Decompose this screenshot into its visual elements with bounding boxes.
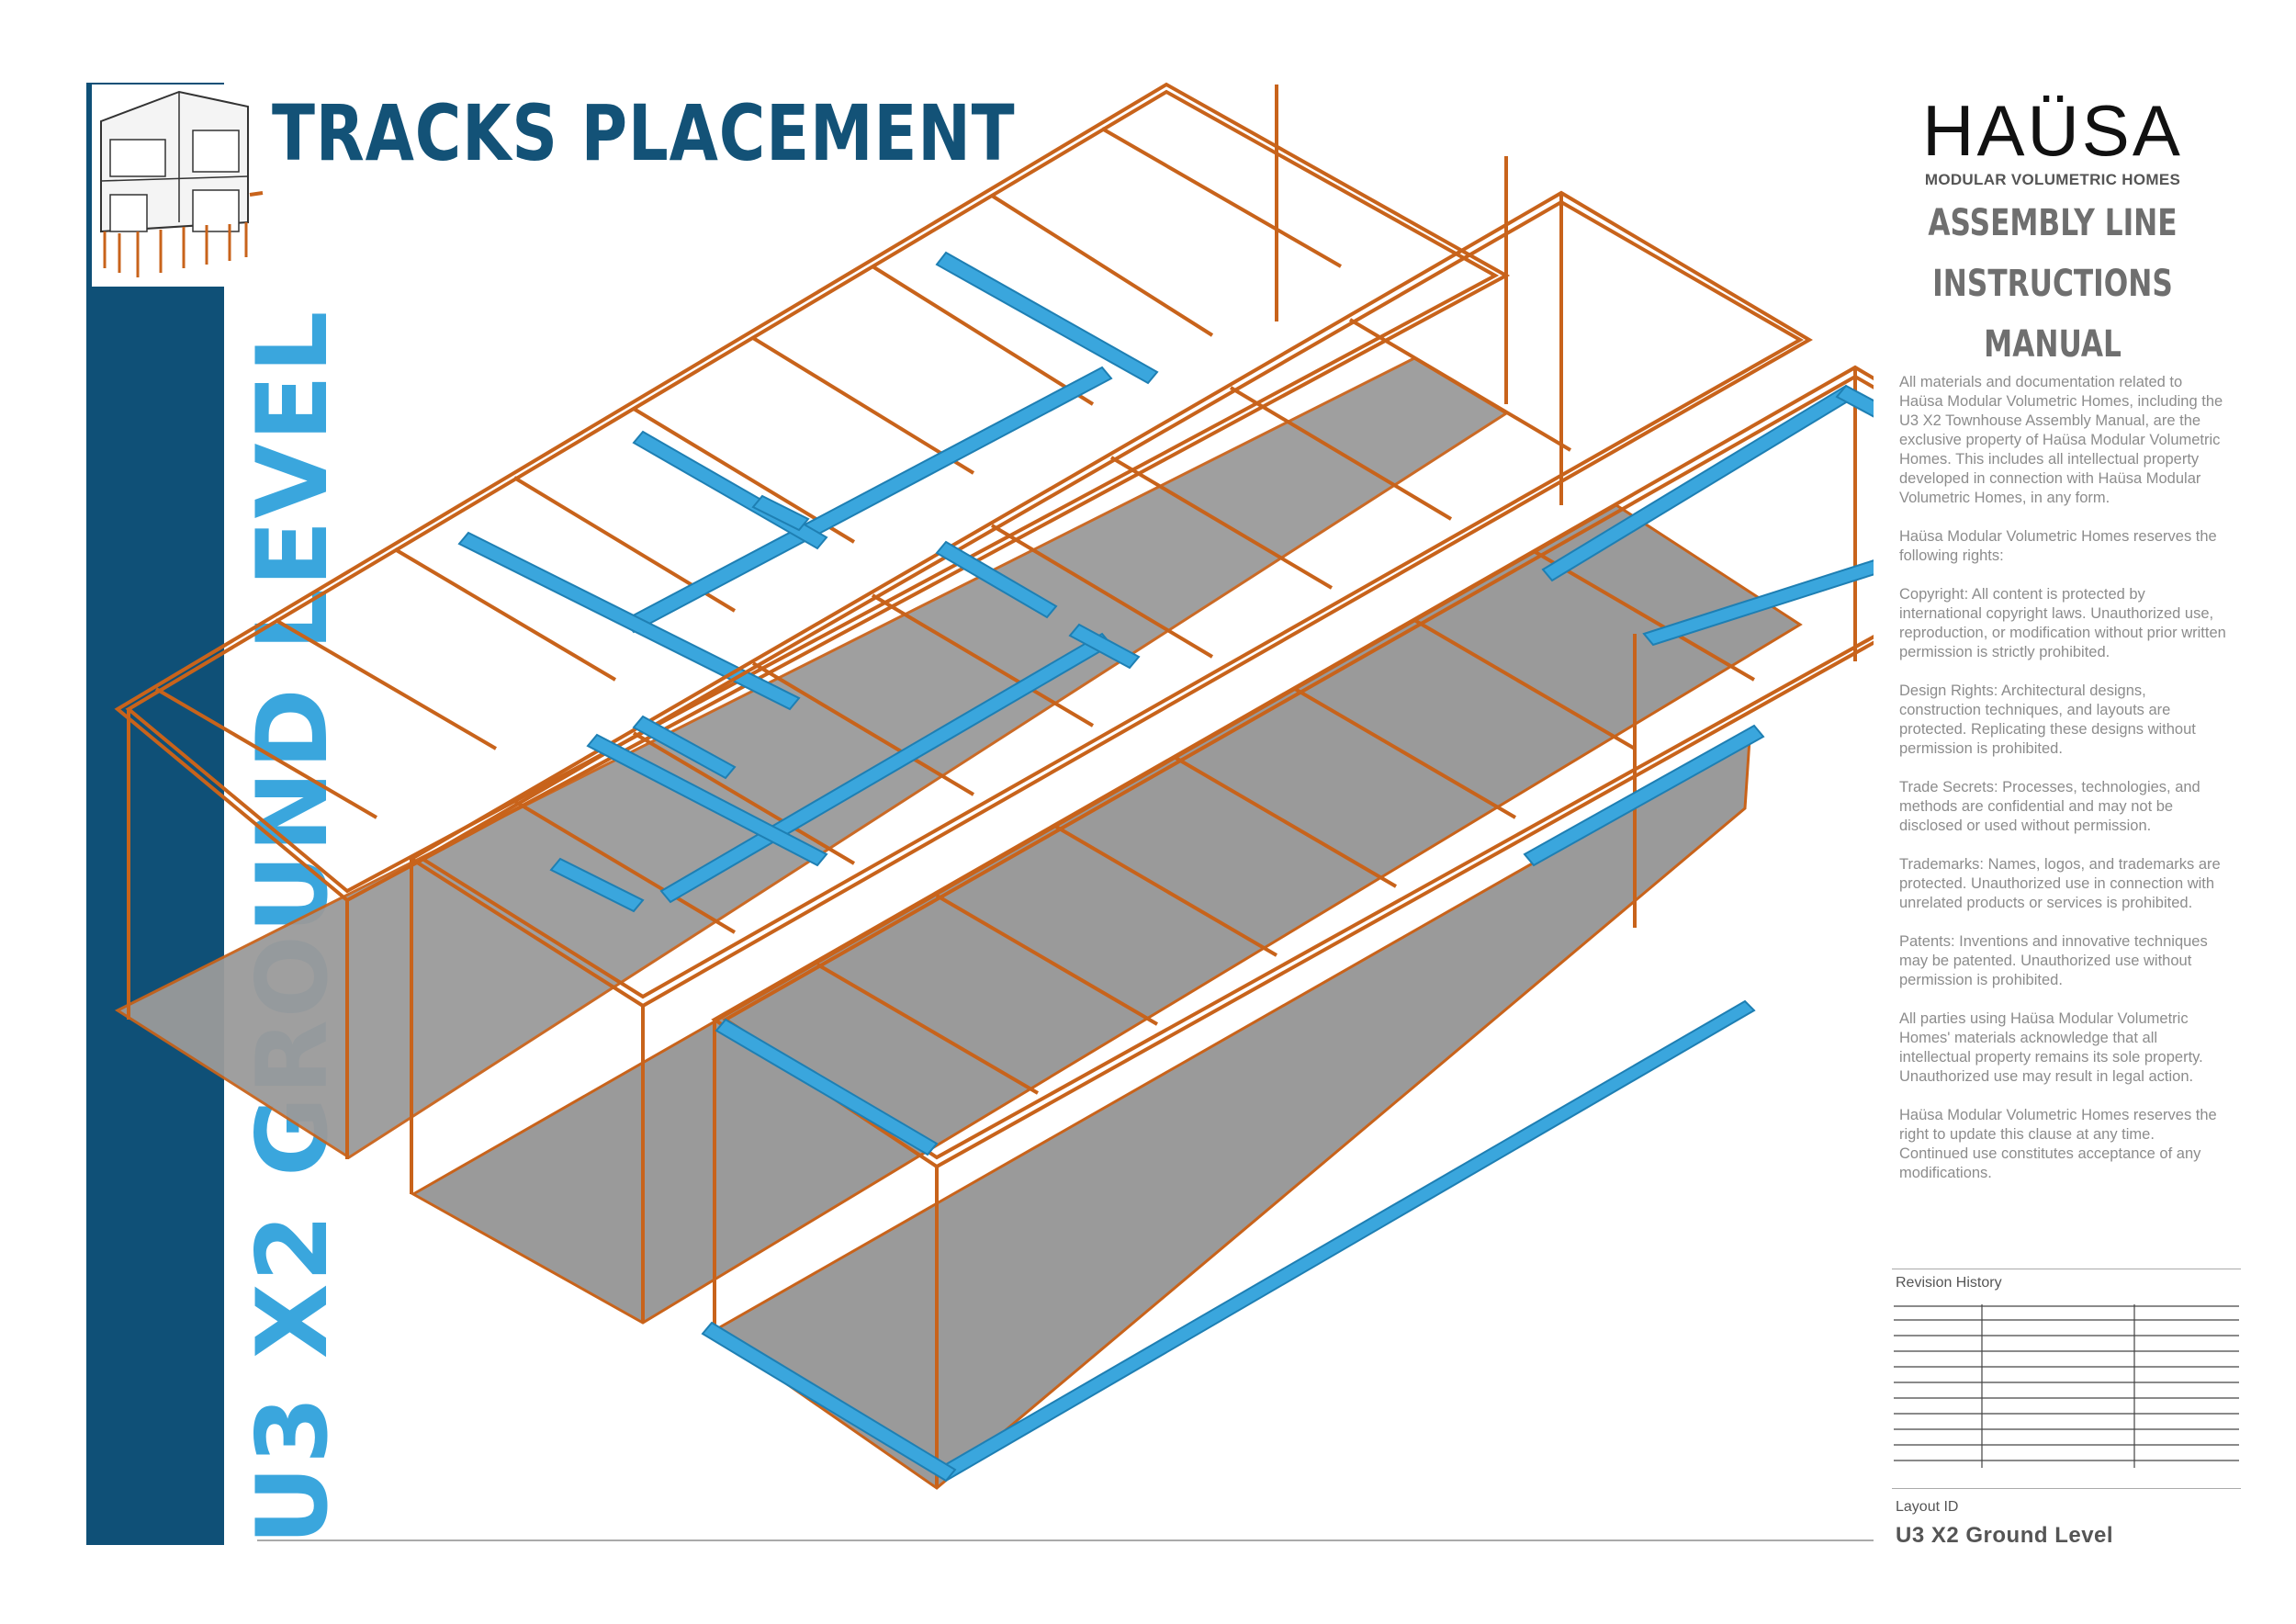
legal-paragraph: Haüsa Modular Volumetric Homes reserves …: [1899, 528, 2217, 564]
house-thumbnail: [92, 85, 266, 287]
legal-paragraph: Design Rights: Architectural designs, co…: [1899, 682, 2196, 757]
legal-paragraph: Trademarks: Names, logos, and trademarks…: [1899, 856, 2221, 911]
tracks-placement-diagram: [114, 82, 1874, 1490]
manual-title: ASSEMBLY LINE INSTRUCTIONS MANUAL: [1928, 193, 2178, 375]
legal-paragraph: Trade Secrets: Processes, technologies, …: [1899, 779, 2200, 834]
revision-table: [1894, 1304, 2239, 1468]
legal-paragraph: Patents: Inventions and innovative techn…: [1899, 933, 2208, 988]
layout-id-label: Layout ID: [1896, 1499, 1959, 1515]
side-band: [86, 83, 224, 1545]
layout-id-value: U3 X2 Ground Level: [1896, 1523, 2114, 1548]
brand-subtitle: MODULAR VOLUMETRIC HOMES: [1924, 171, 2181, 188]
layout-divider: [1892, 1488, 2241, 1489]
legal-paragraph: All materials and documentation related …: [1899, 374, 2223, 506]
legal-paragraph: Haüsa Modular Volumetric Homes reserves …: [1899, 1107, 2217, 1181]
bottom-rule: [257, 1539, 1874, 1541]
page-title: TRACKS PLACEMENT: [272, 88, 1016, 178]
legal-paragraph: Copyright: All content is protected by i…: [1899, 586, 2226, 660]
revision-history-label: Revision History: [1896, 1275, 2002, 1291]
legal-paragraph: All parties using Haüsa Modular Volumetr…: [1899, 1010, 2203, 1085]
module-a: [114, 82, 1511, 1159]
manual-line-3: MANUAL: [1984, 323, 2122, 366]
manual-line-1: ASSEMBLY LINE: [1928, 202, 2178, 244]
manual-line-2: INSTRUCTIONS: [1932, 263, 2173, 305]
brand-logo: HAÜSA: [1922, 90, 2183, 171]
module-b: [408, 190, 1813, 1325]
module-c: [701, 365, 1874, 1490]
legal-notice: All materials and documentation related …: [1899, 373, 2226, 1202]
